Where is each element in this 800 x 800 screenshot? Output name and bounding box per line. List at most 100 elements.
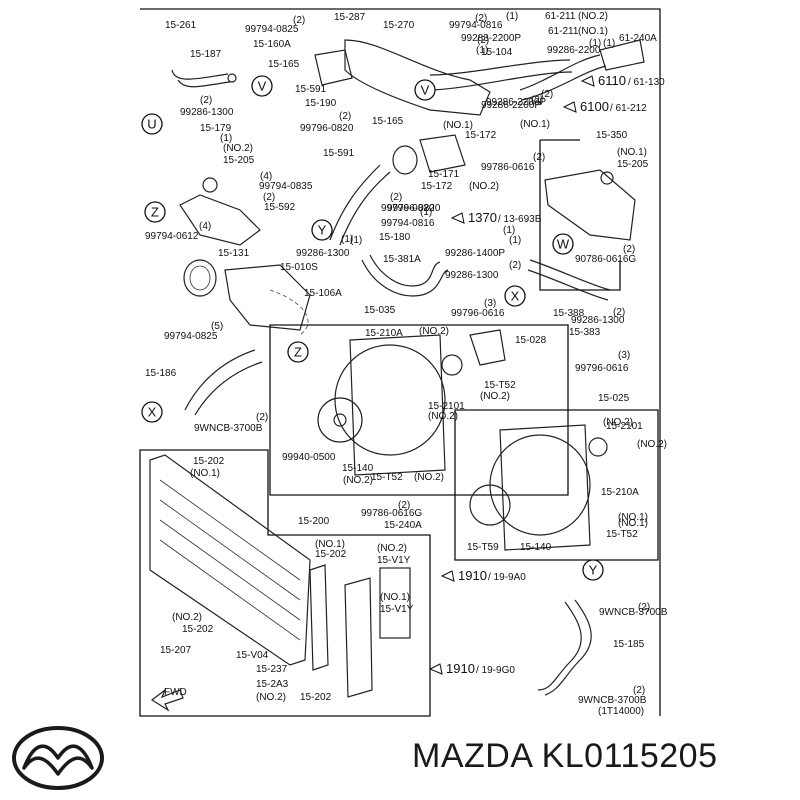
part-label: (NO.2) [414, 472, 444, 483]
part-label: 99286-1300 [571, 315, 625, 326]
part-label: 99794-0835 [259, 181, 313, 192]
fan-assembly-no2-box [269, 324, 569, 496]
part-label: (2) [638, 602, 650, 613]
part-label: 99286-2200P [486, 97, 546, 108]
view-marker-u: U [141, 113, 163, 135]
part-label: 15-350 [596, 130, 628, 141]
part-label: 99796-0820 [387, 203, 441, 214]
part-label: 15-287 [334, 12, 366, 23]
part-label: 15-202 [193, 456, 225, 467]
view-marker-v: V [251, 75, 273, 97]
part-label: (2) [613, 307, 625, 318]
part-label: (2) [390, 192, 402, 203]
part-label: 15-T52 [606, 529, 638, 540]
part-label: 15-035 [364, 305, 396, 316]
fan-hub [333, 413, 347, 427]
part-label: (2) [398, 500, 410, 511]
part-label: 99796-0616 [575, 363, 629, 374]
part-label: (NO.1) [315, 539, 345, 550]
part-label: 99794-0816 [381, 218, 435, 229]
part-label: (NO.1) [617, 147, 647, 158]
reservoir-15-350 [544, 169, 636, 241]
radiator-fins [159, 479, 301, 641]
part-label: 15-200 [298, 516, 330, 527]
part-label: 99796-0820 [300, 123, 354, 134]
ref-symbol-4: 1910/ 19-9G0 [428, 661, 515, 676]
part-label: (NO.1) [578, 26, 608, 37]
tank-15-2A3 [344, 577, 373, 698]
part-label: 15-2101 [606, 421, 643, 432]
part-label: 15-165 [268, 59, 300, 70]
gasket-15-131 [183, 259, 217, 297]
part-label: 99286-2200P [481, 100, 541, 111]
view-marker-y: Y [311, 219, 333, 241]
part-label: 15-2101 [428, 401, 465, 412]
reservoir-cap [600, 171, 614, 185]
part-label: (NO.2) [377, 543, 407, 554]
svg-text:V: V [258, 79, 267, 94]
part-label: 15-140 [342, 463, 374, 474]
part-label: (2) [533, 152, 545, 163]
part-label: 99286-1300 [180, 107, 234, 118]
seal-15-237 [309, 564, 329, 671]
part-label: (2) [623, 244, 635, 255]
part-label: 15-591 [323, 148, 355, 159]
mazda-logo-icon [12, 726, 104, 790]
svg-text:6110: 6110 [598, 73, 626, 88]
fan-blade-15-140 [317, 397, 363, 443]
part-label: (NO.2) [256, 692, 286, 703]
part-label: 15-T52 [371, 472, 403, 483]
part-label: (2) [509, 260, 521, 271]
part-label: 15-171 [428, 169, 460, 180]
svg-text:U: U [147, 117, 156, 132]
part-label: (1) [603, 38, 615, 49]
part-label: 99794-0816 [449, 20, 503, 31]
part-label: 15-172 [465, 130, 497, 141]
part-label: (1) [476, 45, 488, 56]
part-label: (NO.2) [480, 391, 510, 402]
part-label: 15-028 [515, 335, 547, 346]
part-label: (1) [506, 11, 518, 22]
part-label: (1) [350, 235, 362, 246]
hose-top-right-b [521, 65, 607, 101]
part-label: 15-383 [569, 327, 601, 338]
part-label: (2) [531, 95, 543, 106]
clamp [227, 73, 237, 83]
part-label: 15-592 [264, 202, 296, 213]
thermostat-15-171 [392, 145, 418, 175]
part-label: 99283-2200P [461, 33, 521, 44]
part-label: (NO.2) [343, 475, 373, 486]
housing-15-172 [419, 134, 466, 173]
part-label: 15-160A [253, 39, 291, 50]
ref-symbol-3: 1910/ 19-9A0 [440, 568, 526, 583]
part-label: 15-187 [190, 49, 222, 60]
part-label: (NO.2) [578, 11, 608, 22]
part-label: 99794-0825 [164, 331, 218, 342]
part-label: 9WNCB-3700B [194, 423, 263, 434]
part-label: (1) [420, 207, 432, 218]
cap-15-205 [202, 177, 218, 193]
ref-symbol-0: 6110/ 61-130 [580, 73, 665, 88]
hose-15-186-b [194, 361, 263, 416]
part-label: 15-2A3 [256, 679, 289, 690]
part-label: (1) [341, 234, 353, 245]
part-label: 15-T52 [484, 380, 516, 391]
hose-15-187 [171, 69, 229, 80]
fwd-arrow [150, 688, 184, 712]
part-label: 15-010S [280, 262, 318, 273]
fan-motor-no1 [588, 437, 608, 457]
part-label: (2) [200, 95, 212, 106]
part-label: 99796-0820 [381, 203, 435, 214]
fan-shroud-15-210A [349, 334, 446, 476]
reservoir-frame [539, 139, 621, 291]
part-label: 15-V1Y [377, 555, 411, 566]
part-label: (1) [220, 133, 232, 144]
part-label: 61-211 [545, 11, 576, 22]
hose-15-104 [429, 59, 571, 76]
part-number-title: MAZDA KL0115205 [412, 737, 718, 775]
part-label: (2) [263, 192, 275, 203]
